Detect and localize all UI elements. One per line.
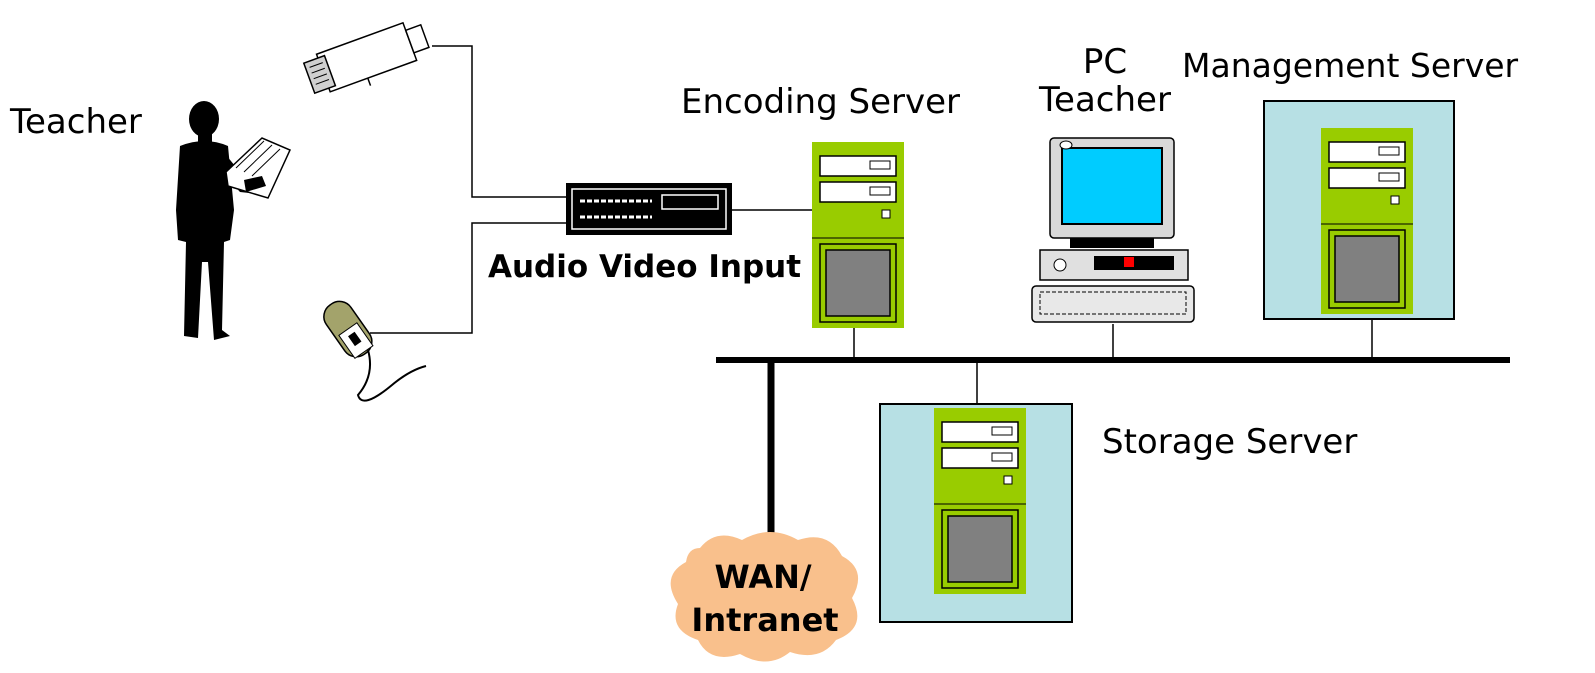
storage-server-box xyxy=(879,403,1073,623)
encoding-server-label: Encoding Server xyxy=(681,82,960,122)
camera-icon xyxy=(302,21,430,95)
encoding-server-tower xyxy=(811,141,905,329)
audio-video-input-label: Audio Video Input xyxy=(488,249,801,285)
teacher-figure xyxy=(176,101,292,340)
av-cabling xyxy=(370,45,812,334)
wan-label-line2: Intranet xyxy=(691,601,838,639)
teacher-label: Teacher xyxy=(9,102,142,142)
wan-label-line1: WAN/ xyxy=(714,558,811,596)
management-server-box xyxy=(1263,100,1455,320)
pc-label: PC xyxy=(1083,42,1127,82)
wan-cloud-icon xyxy=(670,532,859,662)
management-server-label: Management Server xyxy=(1182,46,1519,85)
storage-server-label: Storage Server xyxy=(1102,422,1357,462)
pc-teacher-label: Teacher xyxy=(1038,80,1171,120)
network-bus xyxy=(716,320,1510,548)
av-input-device xyxy=(566,183,732,235)
microphone-icon xyxy=(323,300,427,402)
pc-computer-icon xyxy=(1031,137,1195,323)
